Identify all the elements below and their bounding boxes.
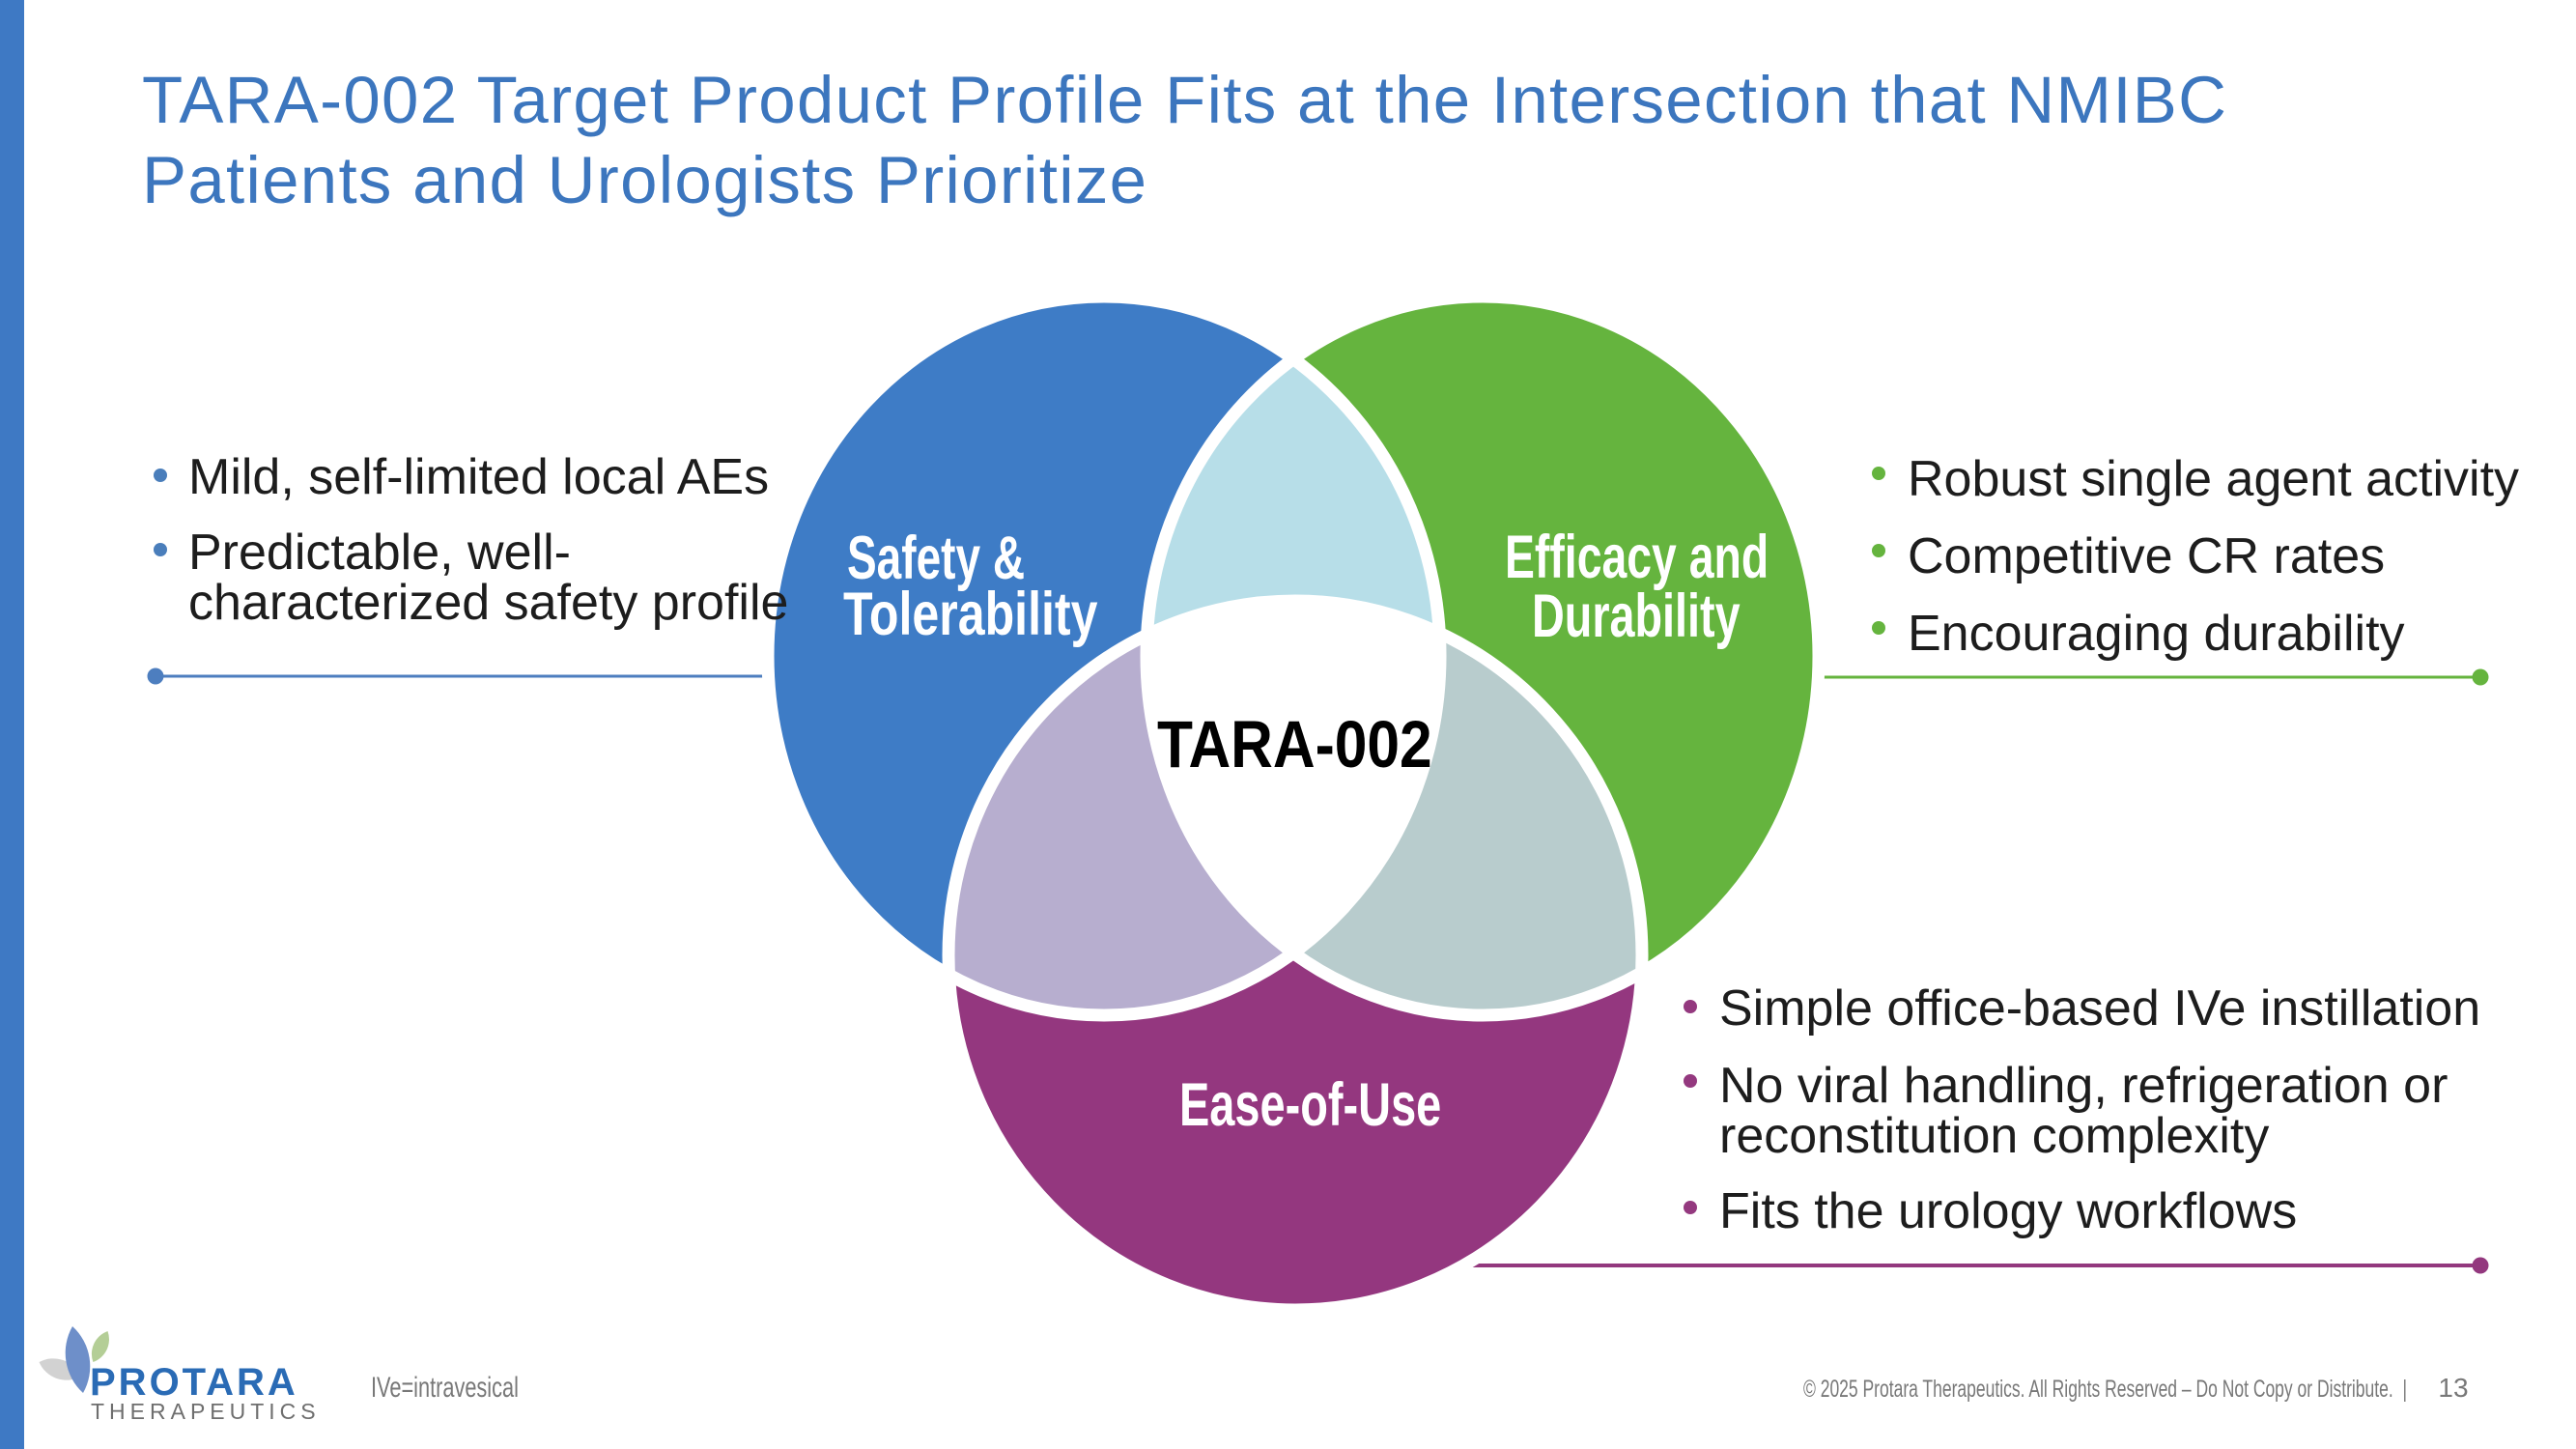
- svg-text:PROTARA: PROTARA: [90, 1361, 298, 1404]
- svg-text:THERAPEUTICS: THERAPEUTICS: [91, 1399, 321, 1424]
